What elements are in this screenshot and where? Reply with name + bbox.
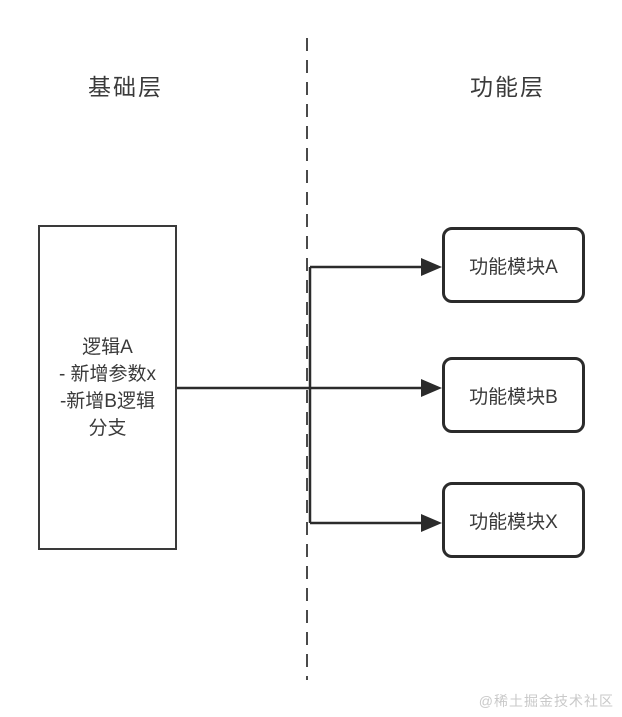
logic-a-node: 逻辑A - 新增参数x -新增B逻辑 分支 <box>38 225 177 550</box>
feature-module-x-node: 功能模块X <box>442 482 585 558</box>
arrowhead-icon <box>421 379 442 397</box>
feature-module-x-label: 功能模块X <box>469 511 558 533</box>
arrowhead-icon <box>421 514 442 532</box>
feature-module-a-label: 功能模块A <box>469 256 558 278</box>
feature-module-b-label: 功能模块B <box>469 386 558 408</box>
feature-module-a-node: 功能模块A <box>442 227 585 303</box>
arrowhead-icon <box>421 258 442 276</box>
logic-a-detail-param: - 新增参数x <box>58 363 157 385</box>
watermark-text: @稀土掘金技术社区 <box>478 693 614 709</box>
feature-module-b-node: 功能模块B <box>442 357 585 433</box>
logic-a-title: 逻辑A <box>82 336 133 358</box>
logic-a-detail-branch: -新增B逻辑 <box>59 390 155 412</box>
base-layer-title: 基础层 <box>88 74 163 100</box>
feature-layer-title: 功能层 <box>470 74 545 100</box>
logic-a-detail-branch-cont: 分支 <box>88 417 127 439</box>
